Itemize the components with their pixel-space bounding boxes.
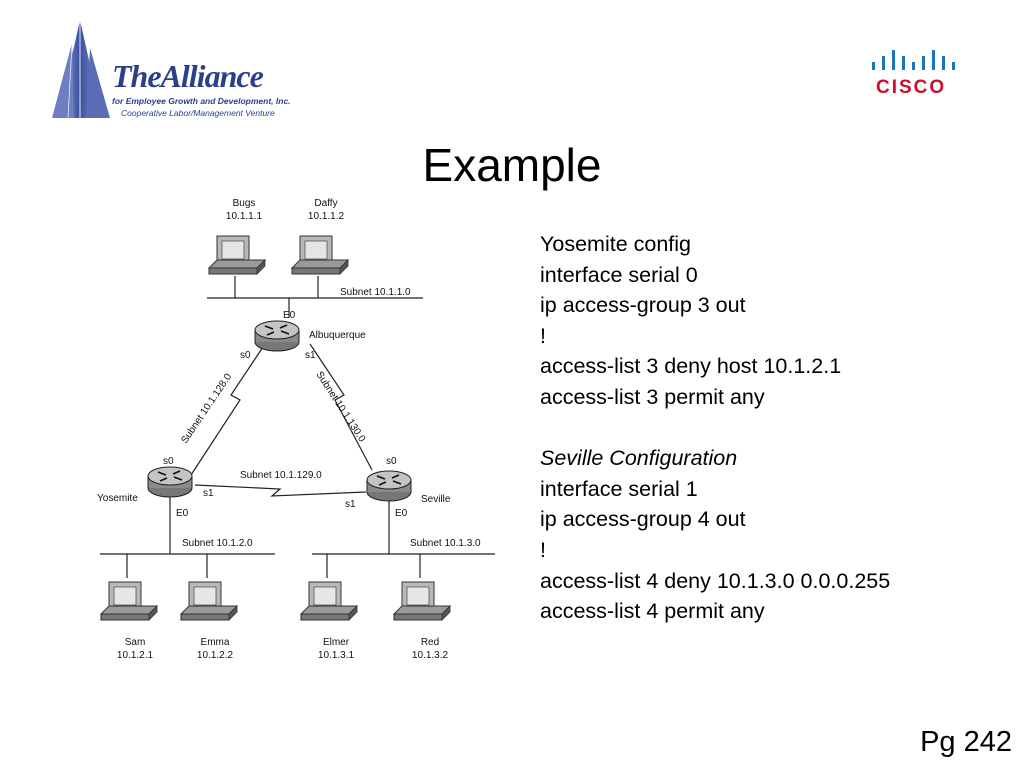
alliance-subtitle: Cooperative Labor/Management Venture — [121, 108, 275, 118]
iface-albuquerque-s1: s1 — [305, 350, 316, 361]
host-emma-name: Emma — [201, 637, 230, 648]
config-text: Yosemite config interface serial 0 ip ac… — [540, 229, 890, 627]
seville-config-line-2: ip access-group 4 out — [540, 507, 746, 532]
alliance-tagline: for Employee Growth and Development, Inc… — [112, 96, 291, 106]
pc-sam-icon — [100, 581, 158, 621]
iface-seville-s0: s0 — [386, 456, 397, 467]
pc-emma-icon — [180, 581, 238, 621]
config-spacer — [540, 413, 890, 444]
iface-seville-e0: E0 — [395, 508, 408, 519]
subnet-left-link-label: Subnet 10.1.128.0 — [179, 371, 234, 445]
iface-albuquerque-e0: E0 — [283, 310, 296, 321]
seville-config-line-4: access-list 4 deny 10.1.3.0 0.0.0.255 — [540, 568, 891, 593]
seville-config-line-1: interface serial 1 — [540, 476, 698, 501]
subnet-lan-right-label: Subnet 10.1.3.0 — [410, 538, 481, 549]
host-sam-ip: 10.1.2.1 — [117, 650, 154, 661]
subnet-bottom-link-label: Subnet 10.1.129.0 — [240, 470, 322, 481]
iface-albuquerque-s0: s0 — [240, 350, 251, 361]
cisco-bars-icon — [872, 50, 955, 70]
host-red-ip: 10.1.3.2 — [412, 650, 449, 661]
seville-config-line-3: ! — [540, 537, 546, 562]
host-elmer-ip: 10.1.3.1 — [318, 650, 355, 661]
host-emma-ip: 10.1.2.2 — [197, 650, 234, 661]
yosemite-config-line-2: interface serial 0 — [540, 262, 698, 287]
router-yosemite-label: Yosemite — [97, 493, 138, 504]
subnet-top-label: Subnet 10.1.1.0 — [340, 287, 411, 298]
yosemite-config-line-4: ! — [540, 323, 546, 348]
host-sam-name: Sam — [125, 637, 146, 648]
host-daffy-ip: 10.1.1.2 — [308, 211, 345, 222]
router-yosemite-icon — [147, 466, 193, 498]
pc-daffy-icon — [291, 235, 349, 275]
seville-config-title: Seville Configuration — [540, 446, 738, 471]
router-albuquerque-icon — [254, 320, 300, 352]
router-seville-icon — [366, 470, 412, 502]
pc-bugs-icon — [208, 235, 266, 275]
iface-seville-s1: s1 — [345, 499, 356, 510]
pc-elmer-icon — [300, 581, 358, 621]
alliance-wordmark: TheAlliance — [112, 58, 264, 94]
host-red-name: Red — [421, 637, 439, 648]
host-bugs-name: Bugs — [233, 198, 256, 209]
seville-config-line-5: access-list 4 permit any — [540, 599, 765, 624]
host-daffy-name: Daffy — [314, 198, 337, 209]
iface-yosemite-s1: s1 — [203, 488, 214, 499]
subnet-right-link-label: Subnet 10.1.130.0 — [313, 370, 367, 445]
host-elmer-name: Elmer — [323, 637, 350, 648]
iface-yosemite-s0: s0 — [163, 456, 174, 467]
iface-yosemite-e0: E0 — [176, 508, 189, 519]
alliance-logo-mark — [52, 20, 110, 119]
yosemite-config-line-3: ip access-group 3 out — [540, 293, 746, 318]
network-diagram: Bugs 10.1.1.1 Daffy 10.1.1.2 Sam 10.1.2.… — [97, 198, 495, 661]
host-bugs-ip: 10.1.1.1 — [226, 211, 263, 222]
yosemite-config-line-5: access-list 3 deny host 10.1.2.1 — [540, 354, 842, 379]
yosemite-config-line-1: Yosemite config — [540, 232, 691, 256]
router-seville-label: Seville — [421, 494, 451, 505]
pc-red-icon — [393, 581, 451, 621]
yosemite-config-line-6: access-list 3 permit any — [540, 384, 765, 409]
router-albuquerque-label: Albuquerque — [309, 330, 366, 341]
slide-title: Example — [422, 139, 602, 191]
cisco-wordmark: CISCO — [876, 77, 947, 98]
subnet-lan-left-label: Subnet 10.1.2.0 — [182, 538, 253, 549]
page-number: Pg 242 — [920, 726, 1012, 758]
